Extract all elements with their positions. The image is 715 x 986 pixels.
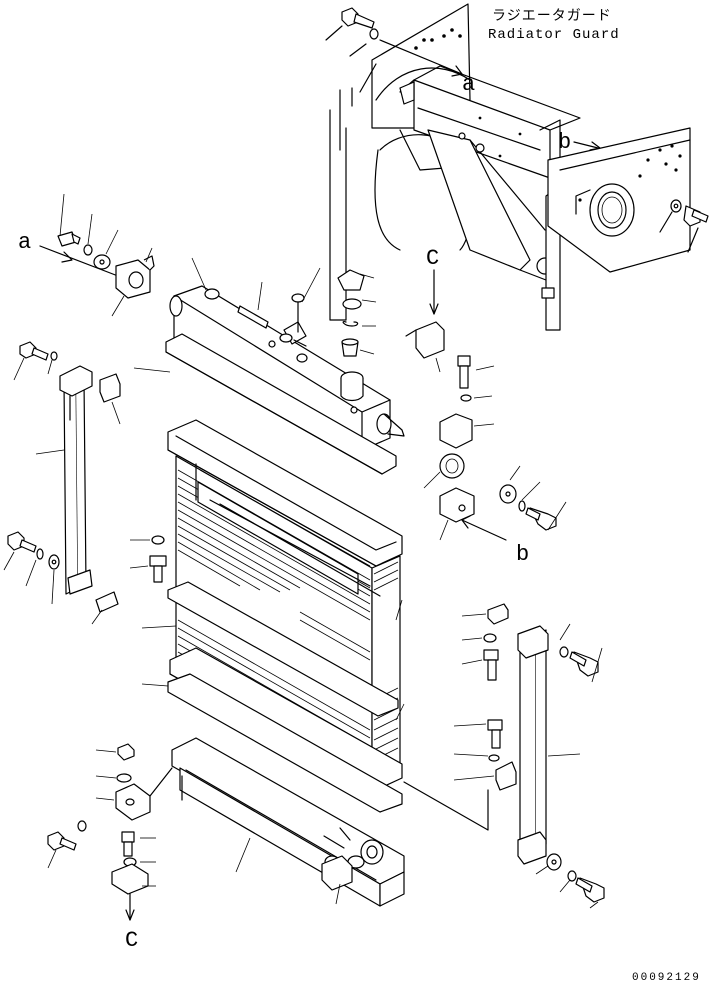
radiator-core — [167, 419, 403, 791]
title-japanese: ラジエータガード — [492, 8, 612, 25]
right-side-stay — [517, 625, 581, 865]
upper-tank-small-parts — [291, 269, 377, 357]
ref-label-a-top: a — [462, 72, 475, 97]
radiator-guard-assembly — [329, 3, 691, 331]
drawing-number: 00092129 — [632, 972, 701, 984]
upper-tank — [169, 285, 405, 451]
ref-label-b-mid: b — [516, 542, 529, 567]
lower-tank — [171, 737, 405, 907]
bottom-left-mount — [47, 743, 173, 895]
left-lower-bolts — [3, 531, 60, 605]
ref-label-c-top: C — [426, 246, 439, 271]
lower-gasket — [167, 673, 403, 813]
core-left-fasteners — [129, 535, 167, 583]
ref-label-b-top: b — [558, 130, 571, 155]
right-mount-upper — [405, 321, 567, 541]
guard-bolt-right — [573, 141, 709, 253]
right-stay-upper-bolts — [559, 623, 603, 683]
upper-left-mount — [57, 193, 155, 317]
left-side-stay — [35, 365, 121, 625]
right-middle-fasteners — [403, 603, 517, 831]
right-stay-lower-bolts — [535, 853, 605, 909]
upper-gasket — [165, 333, 397, 475]
guard-bolt-top — [325, 7, 463, 77]
ref-label-a-left: a — [18, 230, 31, 255]
ref-label-c-bottom: C — [125, 928, 138, 953]
left-upper-bolts — [13, 341, 58, 381]
title-english: Radiator Guard — [488, 27, 620, 43]
